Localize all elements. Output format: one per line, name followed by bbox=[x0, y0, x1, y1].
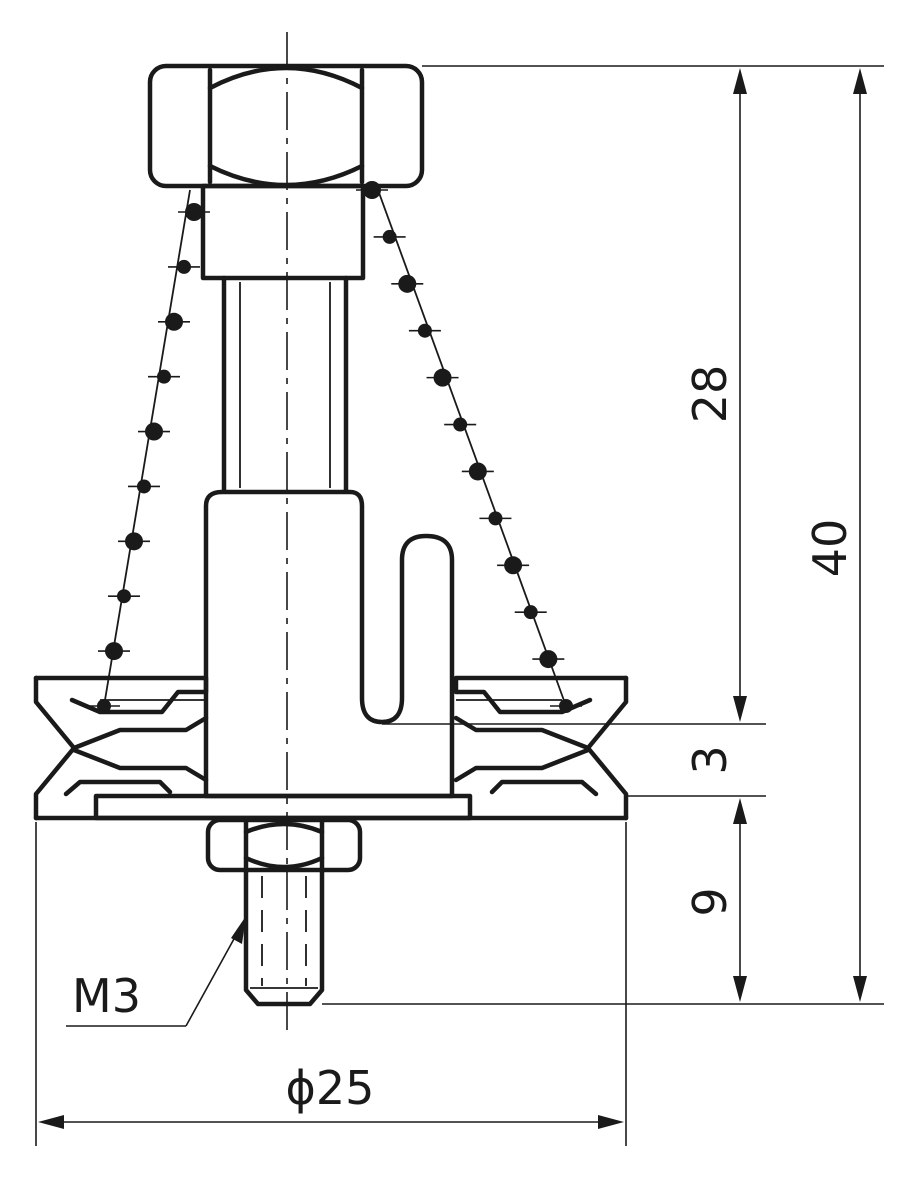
dimension-40: 40 bbox=[803, 68, 867, 1002]
bead bbox=[145, 422, 163, 441]
bead bbox=[559, 699, 573, 713]
dimension-label-28: 28 bbox=[683, 365, 737, 424]
dimension-label-3: 3 bbox=[683, 745, 737, 774]
bead bbox=[453, 417, 468, 432]
bead bbox=[382, 229, 397, 244]
leader-m3: M3 bbox=[66, 916, 246, 1027]
dimension-3: 3 bbox=[683, 745, 737, 774]
bead bbox=[468, 462, 487, 481]
shaft bbox=[221, 275, 349, 493]
bead bbox=[523, 605, 538, 620]
bead bbox=[488, 511, 503, 526]
bead bbox=[97, 699, 111, 713]
dimension-9: 9 bbox=[683, 798, 747, 1002]
bead bbox=[363, 181, 381, 199]
top-hex-nut bbox=[147, 63, 425, 189]
hook-body bbox=[203, 489, 455, 799]
extension-lines bbox=[35, 65, 884, 1146]
bead bbox=[177, 259, 191, 274]
bead bbox=[504, 556, 523, 575]
dimension-28: 28 bbox=[683, 68, 747, 722]
bead bbox=[117, 589, 131, 604]
bead bbox=[125, 532, 143, 551]
bead bbox=[539, 650, 558, 669]
bead bbox=[137, 479, 151, 494]
collar bbox=[200, 183, 366, 281]
dimension-label-diameter: ϕ25 bbox=[286, 1061, 375, 1115]
bead bbox=[105, 642, 123, 661]
bead bbox=[157, 369, 171, 384]
bead bbox=[165, 312, 183, 331]
dimension-diameter-25: ϕ25 bbox=[38, 1061, 624, 1129]
thread-label-m3: M3 bbox=[72, 969, 141, 1023]
dimension-label-9: 9 bbox=[683, 887, 737, 916]
lower-hex-nut bbox=[205, 817, 363, 873]
right-bead-chain bbox=[356, 181, 582, 713]
left-bead-chain bbox=[88, 189, 210, 713]
bead bbox=[185, 203, 203, 221]
bead bbox=[433, 368, 452, 387]
bead bbox=[398, 274, 417, 293]
bead bbox=[417, 323, 432, 338]
dimension-label-40: 40 bbox=[803, 519, 857, 578]
threaded-stub bbox=[243, 869, 325, 1007]
